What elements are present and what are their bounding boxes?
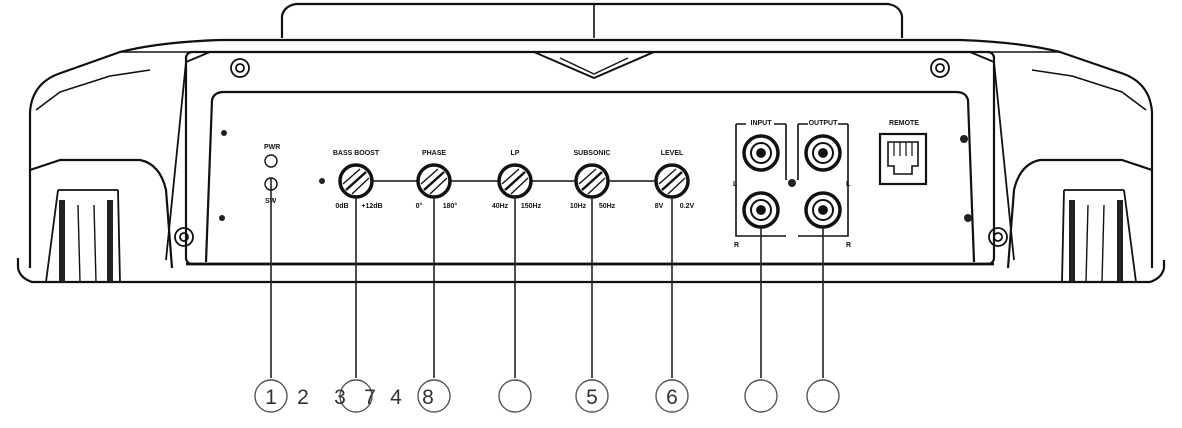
callout-6: 6: [666, 386, 678, 409]
callout-7: 7: [364, 386, 376, 409]
callout-circle: [744, 379, 778, 413]
output-left-jack[interactable]: [804, 134, 842, 172]
level-label: LEVEL: [661, 150, 684, 157]
screw-icon: [174, 227, 194, 247]
phase-label: PHASE: [422, 150, 446, 157]
callout-circle: [417, 379, 451, 413]
callout-5: 5: [586, 386, 598, 409]
bass-boost-knob[interactable]: [338, 163, 374, 199]
callout-circle: [498, 379, 532, 413]
output-label: OUTPUT: [809, 120, 839, 127]
subsonic-min: 10Hz: [570, 203, 587, 210]
callout-8: 8: [422, 386, 434, 409]
callout-circle: [575, 379, 609, 413]
pwr-label: PWR: [264, 144, 280, 151]
level-max: 0.2V: [680, 203, 695, 210]
small-screw-icon: [219, 215, 225, 221]
screw-icon: [930, 58, 950, 78]
level-knob[interactable]: [654, 163, 690, 199]
output-right-label: R: [846, 242, 851, 249]
lp-max: 150Hz: [521, 203, 542, 210]
bass-boost-max: +12dB: [361, 203, 382, 210]
subsonic-knob[interactable]: [574, 163, 610, 199]
callout-circle: [806, 379, 840, 413]
screw-icon: [230, 58, 250, 78]
leader-lines: [270, 178, 824, 378]
remote-label: REMOTE: [889, 120, 919, 127]
subsonic-max: 50Hz: [599, 203, 616, 210]
top-ridge: [280, 2, 904, 38]
input-right-label: R: [734, 242, 739, 249]
small-screw-icon: [319, 178, 325, 184]
screw-icon: [988, 227, 1008, 247]
input-left-jack[interactable]: [742, 134, 780, 172]
callout-3: 3: [334, 386, 346, 409]
lp-label: LP: [511, 150, 520, 157]
output-left-label: L: [846, 181, 851, 188]
callout-4: 4: [390, 386, 402, 409]
lp-min: 40Hz: [492, 203, 509, 210]
lp-knob[interactable]: [497, 163, 533, 199]
callout-1: 1: [265, 386, 277, 409]
input-left-label: L: [733, 181, 738, 188]
output-right-jack[interactable]: [804, 191, 842, 229]
input-right-jack[interactable]: [742, 191, 780, 229]
face-plate: [184, 50, 996, 266]
callout-circle: [655, 379, 689, 413]
small-screw-icon: [964, 214, 972, 222]
callout-circle: [339, 379, 373, 413]
chassis-outline: [28, 38, 1154, 268]
phase-max: 180°: [443, 202, 458, 210]
left-foot: [29, 158, 174, 269]
power-led-icon: [264, 154, 278, 168]
small-screw-icon: [960, 135, 968, 143]
phase-min: 0°: [416, 202, 423, 210]
right-foot: [1006, 158, 1153, 269]
small-screw-icon: [788, 179, 796, 187]
subsonic-label: SUBSONIC: [574, 150, 611, 157]
small-screw-icon: [221, 130, 227, 136]
bass-boost-label: BASS BOOST: [333, 150, 380, 157]
level-min: 8V: [655, 203, 664, 210]
callout-circle: [254, 379, 288, 413]
control-area: [204, 90, 976, 263]
phase-knob[interactable]: [416, 163, 452, 199]
callout-2: 2: [297, 386, 309, 409]
remote-port-icon[interactable]: [878, 132, 928, 186]
input-label: INPUT: [751, 120, 773, 127]
bass-boost-min: 0dB: [335, 203, 348, 210]
